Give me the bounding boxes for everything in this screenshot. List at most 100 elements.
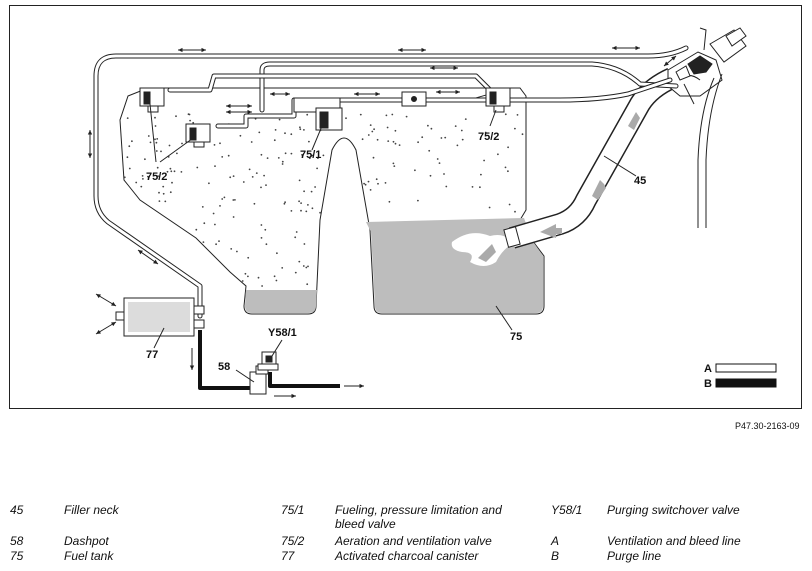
vapor-dot (301, 154, 303, 156)
vapor-dot (417, 199, 419, 202)
key-description: Purging switchover valve (607, 503, 740, 517)
vapor-dot (367, 134, 370, 136)
key-description: Dashpot (64, 534, 109, 548)
vapor-dot (308, 157, 311, 160)
vapor-dot (158, 191, 160, 194)
single-arrow (189, 348, 195, 370)
callout-75: 75 (510, 331, 522, 343)
vapor-dot (372, 156, 375, 159)
vapor-dot (307, 204, 309, 206)
leader-77 (153, 327, 165, 349)
splash-arrow (478, 244, 496, 262)
vapor-dot (276, 252, 278, 255)
vapor-dot (300, 209, 302, 212)
vapor-dot (317, 157, 319, 160)
vapor-dot (155, 150, 158, 152)
vapor-dot (290, 210, 293, 212)
vapor-dot (158, 200, 161, 203)
key-description: Fuel tank (64, 549, 114, 563)
vapor-dot (160, 150, 162, 153)
vapor-dot (516, 114, 519, 116)
vapor-dot (126, 117, 129, 119)
vapor-dot (278, 118, 281, 121)
vapor-dot (181, 142, 183, 145)
key-code: Y58/1 (551, 503, 583, 517)
vapor-dot (212, 212, 215, 215)
vapor-dot (303, 129, 305, 131)
vapor-dot (219, 205, 221, 207)
neck-flow-arrow-low (540, 224, 562, 238)
fuel-splash (451, 233, 512, 266)
vapor-dot (443, 173, 445, 175)
aeration-valve-right (485, 87, 511, 113)
vapor-dot (322, 154, 325, 157)
vapor-dot (218, 240, 220, 243)
vapor-dot (369, 124, 372, 126)
legend-b-label: B (704, 378, 712, 390)
vapor-dot (306, 113, 309, 116)
aeration-valve-left-upper (139, 87, 165, 113)
vapor-dot (242, 181, 245, 183)
vapor-dot (281, 267, 284, 269)
vapor-dot (213, 144, 216, 146)
vapor-dot (175, 115, 177, 118)
vapor-dots (123, 113, 524, 287)
vapor-dot (169, 167, 172, 170)
vapor-dot (260, 224, 263, 226)
double-arrow (87, 130, 93, 158)
leader-58 (235, 369, 255, 383)
vapor-dot (247, 256, 250, 259)
vapor-dot (247, 275, 249, 278)
vapor-dot (203, 222, 206, 225)
fueling-pressure-valve (293, 97, 343, 131)
vapor-dot (305, 210, 308, 213)
vapor-dot (428, 149, 431, 152)
callout-y58-1: Y58/1 (268, 327, 297, 339)
vapor-dot (429, 174, 432, 177)
vapor-dot (507, 146, 509, 149)
vapor-dot (265, 243, 268, 246)
vapor-dot (230, 248, 233, 250)
vapor-dot (284, 152, 287, 155)
filler-neck-collar (503, 226, 521, 248)
vapor-dot (180, 171, 183, 173)
vapor-dot (157, 175, 160, 178)
vapor-dot (414, 169, 416, 172)
vapor-dot (488, 206, 491, 209)
vapor-dot (123, 176, 126, 179)
callout-58: 58 (218, 361, 230, 373)
fuel-level-left (245, 290, 317, 313)
vapor-dot (302, 265, 305, 267)
vapor-dot (421, 136, 424, 139)
line-junction-valve (401, 91, 427, 107)
leader-75-1 (311, 125, 323, 151)
callout-77: 77 (146, 349, 158, 361)
vapor-dot (164, 200, 167, 203)
vapor-dot (173, 170, 176, 173)
vapor-dot (195, 228, 198, 231)
vapor-dot (303, 190, 305, 193)
double-arrow (436, 89, 460, 95)
vapor-dot (311, 207, 314, 210)
vapor-dot (156, 138, 159, 140)
vapor-dot (192, 121, 195, 124)
double-arrow (226, 103, 252, 109)
key-code: 75/2 (281, 534, 305, 548)
vapor-dot (236, 250, 238, 253)
double-arrow (398, 47, 426, 53)
vapor-dot (361, 138, 364, 141)
vapor-dot (266, 157, 269, 160)
vapor-dot (290, 152, 293, 155)
vapor-dot (154, 125, 157, 127)
vapor-dot (250, 141, 253, 143)
vapor-dot (241, 280, 244, 282)
vapor-dot (283, 202, 286, 205)
vapor-dot (454, 125, 457, 127)
vapor-dot (392, 140, 395, 143)
key-description: Aeration and ventilation valve (335, 534, 492, 548)
vapor-dot (300, 202, 302, 205)
vapor-dot (294, 236, 297, 239)
vapor-dot (521, 133, 524, 136)
vapor-dot (281, 160, 284, 163)
